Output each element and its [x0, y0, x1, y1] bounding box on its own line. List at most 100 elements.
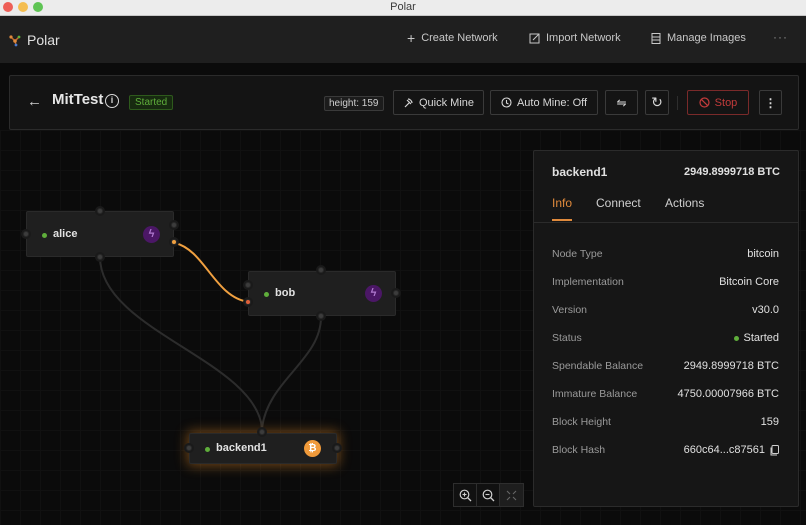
info-label: Immature Balance	[552, 388, 638, 400]
info-row-block-hash: Block Hash 660c64...c87561	[552, 444, 779, 460]
quick-mine-button[interactable]: Quick Mine	[393, 90, 484, 115]
stop-label: Stop	[714, 96, 738, 109]
import-network-label: Import Network	[546, 32, 621, 44]
port-backend1-left[interactable]	[184, 443, 194, 453]
port-bob-bottom[interactable]	[316, 311, 326, 321]
link-bob-backend1[interactable]	[261, 316, 322, 429]
more-actions-button[interactable]: ⋮	[759, 90, 782, 115]
network-header: ← MitTest i Started height: 159 Quick Mi…	[9, 75, 799, 130]
node-status-dot	[264, 292, 269, 297]
window-titlebar: Polar	[0, 0, 806, 16]
info-label: Status	[552, 332, 582, 344]
node-status-dot	[205, 447, 210, 452]
copy-icon[interactable]	[770, 444, 779, 456]
tab-actions[interactable]: Actions	[665, 196, 705, 210]
import-icon	[529, 33, 540, 43]
channel-alice-bob[interactable]	[174, 242, 250, 303]
info-label: Block Height	[552, 416, 611, 428]
network-links	[99, 242, 322, 429]
node-details-panel: backend1 2949.8999718 BTC Info Connect A…	[533, 150, 799, 507]
fit-view-button[interactable]	[500, 484, 523, 506]
info-row-version: Version v30.0	[552, 304, 779, 320]
port-bob-left-top[interactable]	[243, 280, 253, 290]
stop-button[interactable]: Stop	[687, 90, 749, 115]
polar-logo-icon	[9, 34, 21, 46]
port-alice-right-top[interactable]	[169, 220, 179, 230]
info-label: Block Hash	[552, 444, 606, 456]
auto-mine-button[interactable]: Auto Mine: Off	[490, 90, 598, 115]
port-alice-left[interactable]	[21, 229, 31, 239]
port-backend1-top[interactable]	[257, 427, 267, 437]
zoom-out-button[interactable]	[477, 484, 500, 506]
node-alice[interactable]: alice ϟ	[26, 211, 174, 257]
network-name: MitTest	[52, 91, 104, 108]
swap-button[interactable]: ⇋	[605, 90, 638, 115]
quick-mine-label: Quick Mine	[418, 96, 475, 109]
info-row-immature-balance: Immature Balance 4750.00007966 BTC	[552, 388, 779, 404]
panel-node-name: backend1	[552, 165, 608, 179]
minimize-window-button[interactable]	[18, 2, 28, 12]
info-value: v30.0	[752, 304, 779, 316]
info-row-node-type: Node Type bitcoin	[552, 248, 779, 264]
node-label: bob	[275, 287, 296, 299]
stop-icon	[699, 97, 710, 108]
network-status-badge: Started	[129, 95, 174, 110]
tab-info[interactable]: Info	[552, 196, 573, 221]
refresh-icon: ↻	[651, 94, 663, 110]
port-alice-bottom[interactable]	[95, 252, 105, 262]
info-row-implementation: Implementation Bitcoin Core	[552, 276, 779, 292]
create-network-button[interactable]: + Create Network	[407, 31, 498, 45]
refresh-button[interactable]: ↻	[645, 90, 669, 115]
port-alice-right-bottom[interactable]	[169, 237, 179, 247]
node-label: backend1	[216, 442, 267, 454]
node-bob[interactable]: bob ϟ	[248, 271, 396, 316]
close-window-button[interactable]	[3, 2, 13, 12]
manage-images-button[interactable]: Manage Images	[651, 32, 746, 44]
block-height-tag: height: 159	[324, 96, 384, 111]
port-alice-top[interactable]	[95, 206, 105, 216]
app-header: Polar + Create Network Import Network Ma…	[0, 16, 806, 63]
port-backend1-right[interactable]	[332, 443, 342, 453]
info-icon[interactable]: i	[105, 94, 119, 108]
info-value: 2949.8999718 BTC	[683, 360, 779, 372]
swap-arrows-icon: ⇋	[616, 95, 627, 110]
toolbar-divider	[677, 96, 678, 110]
info-value: 4750.00007966 BTC	[677, 388, 779, 400]
app-logo[interactable]: Polar	[8, 32, 60, 48]
info-label: Node Type	[552, 248, 603, 260]
info-value: 660c64...c87561	[683, 444, 765, 456]
port-bob-right[interactable]	[391, 288, 401, 298]
port-bob-top[interactable]	[316, 265, 326, 275]
info-value: Bitcoin Core	[719, 276, 779, 288]
pickaxe-icon	[404, 98, 413, 108]
panel-balance: 2949.8999718 BTC	[683, 166, 780, 178]
info-value: 159	[760, 416, 779, 428]
vertical-dots-icon: ⋮	[764, 95, 777, 110]
maximize-window-button[interactable]	[33, 2, 43, 12]
port-bob-left-bottom[interactable]	[243, 297, 253, 307]
tab-connect[interactable]: Connect	[596, 196, 641, 210]
create-network-label: Create Network	[421, 32, 498, 44]
node-label: alice	[53, 228, 78, 240]
link-alice-backend1[interactable]	[99, 256, 263, 429]
node-backend1[interactable]: backend1 ₿	[189, 433, 337, 464]
more-menu-icon[interactable]: ···	[773, 30, 788, 44]
lightning-icon: ϟ	[365, 285, 382, 302]
info-row-spendable-balance: Spendable Balance 2949.8999718 BTC	[552, 360, 779, 376]
app-logo-text: Polar	[27, 32, 60, 48]
zoom-in-button[interactable]	[454, 484, 477, 506]
info-label: Implementation	[552, 276, 624, 288]
info-label: Version	[552, 304, 588, 316]
images-icon	[651, 32, 661, 44]
network-canvas[interactable]: alice ϟ bob ϟ backend1 ₿	[0, 130, 806, 525]
info-row-status: Status Started	[552, 332, 779, 348]
zoom-controls	[453, 483, 524, 507]
back-arrow-icon[interactable]: ←	[27, 93, 42, 110]
import-network-button[interactable]: Import Network	[529, 32, 621, 44]
lightning-icon: ϟ	[143, 226, 160, 243]
info-label: Spendable Balance	[552, 360, 644, 372]
zoom-in-icon	[459, 489, 471, 501]
panel-tabs: Info Connect Actions	[534, 189, 798, 223]
fit-view-icon	[506, 490, 517, 500]
manage-images-label: Manage Images	[667, 32, 746, 44]
